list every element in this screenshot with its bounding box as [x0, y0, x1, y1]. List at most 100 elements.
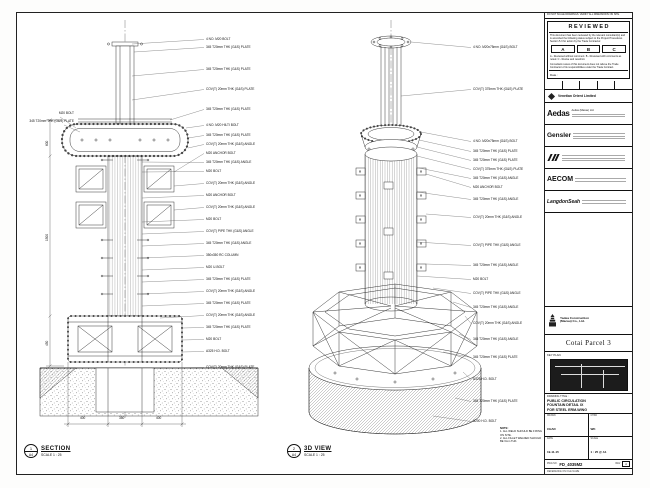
- base-slab: [67, 315, 183, 363]
- annotation-label: 345 T20mm THK (G&S) ANGLE: [473, 176, 519, 180]
- annotation-label: 345 T20mm THK (G&S) ANGLE: [473, 337, 519, 341]
- annotation-label: A200 H.D. BOLT: [473, 419, 497, 423]
- dimension-text: 600: [45, 140, 49, 146]
- annotation-label: 345 T20mm THK (G&S) PLATE: [473, 399, 518, 403]
- annotation-label: 345 T20mm THK (G&S) PLATE: [473, 355, 518, 359]
- field-label: SCALE: [590, 438, 599, 440]
- view-scale: SCALE 1 : 25: [41, 452, 62, 457]
- status-option-c: C: [602, 45, 627, 54]
- signature-cell: [545, 81, 563, 90]
- contractor-box: Yadea Construction (Macau) Co., Ltd.: [545, 307, 632, 335]
- mast-3d: [380, 46, 402, 128]
- annotation-label: COV(T) PIPE THK (G&S) ANGLE: [206, 229, 254, 233]
- reviewed-stamp: R E V I E W E D This document has been r…: [547, 20, 630, 80]
- annotation-label: COV(T) 20mm THK (G&S) PLATE: [206, 365, 255, 369]
- contractor-name: (Macau) Co., Ltd.: [560, 319, 585, 324]
- dimension-text: 1500: [45, 233, 49, 241]
- status-option-b: B: [576, 45, 601, 54]
- note-item: 2. ALL FILLET WELDED SHOULD BE 6mm THK.: [500, 436, 542, 444]
- aecom-logo: AECOM: [547, 176, 574, 184]
- annotation-label: 350x350 RC COLUMN: [206, 253, 239, 257]
- annotation-label: M20 ANCHOR BOLT: [206, 193, 236, 197]
- view-marker-number: 2: [288, 445, 300, 452]
- field-value: WK: [590, 427, 596, 431]
- consultant-address-lines: [582, 200, 630, 204]
- leader-lines: [59, 39, 205, 369]
- field-checked: CHKD WK: [588, 414, 632, 437]
- annotation-label: COV(T) 20mm THK (G&S) PLATE: [206, 87, 255, 91]
- consultant-langdon-seah: LangdonSeah: [545, 191, 632, 214]
- annotation-label: COV(T) 20mm THK (G&S) ANGLE: [206, 205, 256, 209]
- annotation-label: 345 T20mm THK (G&S) PLATE: [473, 158, 518, 162]
- section-view-caption: 1 A4 SECTION SCALE 1 : 25: [24, 444, 70, 458]
- status-option-a: A: [551, 45, 575, 54]
- field-scale: SCALE 1 : 25 @ A1: [588, 437, 632, 460]
- signature-cell: [563, 81, 581, 90]
- drawing-title-line: FOUNTAIN DETAIL IX: [547, 403, 584, 408]
- field-label: CHKD: [590, 415, 598, 417]
- dimension-text: 400: [156, 416, 162, 420]
- rev-label: REV: [615, 463, 621, 465]
- shaft-brackets: [355, 167, 427, 280]
- ground: [39, 367, 259, 417]
- annotation-label: 345 T20mm THK (G&S) ANGLE: [473, 263, 519, 267]
- aedas-logo: Aedas: [547, 109, 570, 119]
- reviewed-status-options: A B C: [551, 45, 627, 54]
- view-marker-sheet: A4: [291, 453, 297, 457]
- annotation-label: M20 BOLT: [206, 337, 222, 341]
- annotation-label: 4 NO. M20x75mm (G&S) BOLT: [473, 45, 518, 49]
- dwg-no-label: DWG NO.: [547, 463, 558, 465]
- view-marker-number: 1: [25, 445, 37, 452]
- annotation-label: M20 BOLT: [206, 169, 222, 173]
- consultant-engineer: [545, 147, 632, 170]
- annotation-label: COV(T) PIPE THK (G&S) ANGLE: [473, 243, 521, 247]
- field-value: 1 : 25 @ A1: [590, 450, 607, 454]
- iso-view: 4 NO. M20x75mm (G&S) BOLT COV(T) 375mm T…: [283, 16, 541, 446]
- annotation-label: COV(T) 20mm THK (G&S) ANGLE: [206, 313, 256, 317]
- reviewed-legend: A - Reviewed without comment. B - Review…: [550, 55, 622, 62]
- view-marker: 2 A4: [287, 444, 301, 458]
- key-plan-label: KEY PLAN: [547, 352, 561, 357]
- section-view: M20 BOLT 345 T20mm THK (G&S) PLATE 4 NO.…: [20, 16, 282, 446]
- consultant-address-lines: [571, 113, 630, 117]
- collar-bolts: [80, 138, 170, 142]
- annotation-label: COV(T) 20mm THK (G&S) ANGLE: [473, 215, 523, 219]
- annotation-label: 345 T20mm THK (G&S) PLATE: [206, 325, 251, 329]
- annotation-label: 345 T20mm THK (G&S) PLATE: [29, 119, 74, 123]
- annotation-label: M20 ANCHOR BOLT: [206, 151, 236, 155]
- platform: [312, 283, 478, 375]
- annotation-label: 4 NO. M20 BOLT: [206, 37, 231, 41]
- venetian-logo-icon: [547, 92, 556, 100]
- field-date: DATE 19-11-15: [545, 437, 589, 460]
- annotation-label: COV(T) PIPE THK (G&S) ANGLE: [473, 291, 521, 295]
- annotation-label: 345 T20mm THK (G&S) PLATE: [473, 149, 518, 153]
- drawing-title-line: FOR STEEL ERM-WING: [547, 407, 588, 412]
- annotation-label: M20 BOLT: [206, 217, 222, 221]
- title-block-fields: DRAWN CHAD CHKD WK DATE 19-11-15 SCALE 1…: [545, 413, 632, 460]
- view-marker-sheet: A4: [28, 453, 34, 457]
- annotation-label: 345 T20mm THK (G&S) ANGLE: [473, 197, 519, 201]
- consultant-address-lines: [573, 133, 630, 139]
- consultant-name: Venetian Orient Limited: [558, 94, 596, 99]
- dimension-lines: [46, 118, 186, 427]
- field-label: DATE: [547, 438, 553, 440]
- reviewed-body: This document has been reviewed by the r…: [550, 34, 626, 44]
- annotation-label: COV(T) 20mm THK (G&S) ANGLE: [206, 142, 256, 146]
- top-flange: [370, 35, 412, 49]
- consultant-address-lines: [562, 155, 630, 161]
- annotation-label: 345 T20mm THK (G&S) PLATE: [206, 133, 251, 137]
- section-view-drawing: [39, 20, 259, 427]
- annotation-label: 345 T20mm THK (G&S) ANGLE: [206, 241, 252, 245]
- drawing-title-line: PUBLIC CIRCULATION: [547, 398, 586, 403]
- dimension-text: 450: [45, 340, 49, 346]
- annotation-label: 345 T20mm THK (G&S) ANGLE: [473, 305, 519, 309]
- note-item: 1. ALL WELD SHOULD BE FIXING ON SITE.: [500, 430, 543, 437]
- leader-lines: [400, 41, 472, 422]
- annotation-label: COV(T) 20mm THK (G&S) ANGLE: [473, 321, 523, 325]
- annotation-label: COV(T) 375mm THK (G&S) PLATE: [473, 87, 524, 91]
- notes-title: NOTE:: [500, 427, 509, 430]
- collar: [60, 118, 190, 158]
- disclaimer-note: DO NOT SCALE DRAWINGS. VERIFY ALL DIMENS…: [545, 13, 632, 19]
- consultant-logo-slashes: [547, 154, 560, 162]
